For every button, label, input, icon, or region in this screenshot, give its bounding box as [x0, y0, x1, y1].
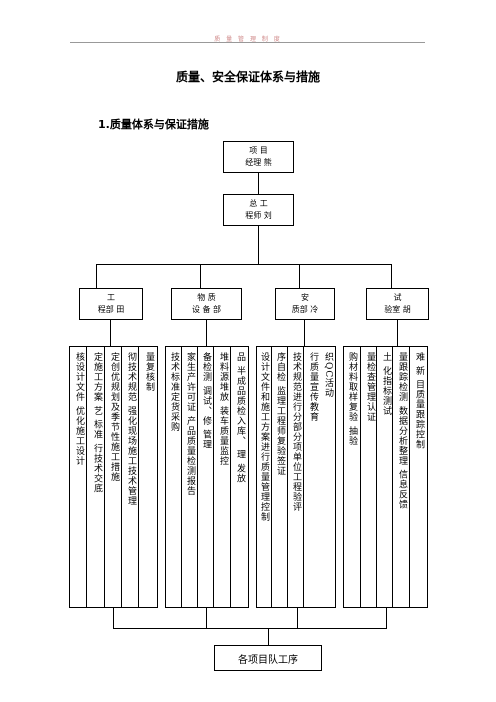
engineering-group [69, 346, 158, 608]
connector [206, 608, 207, 628]
connector [299, 264, 300, 288]
task-column: 家生产许可证 产品质量检测报告 [185, 352, 195, 496]
connector [297, 608, 298, 628]
safety-quality-dept-box: 安 质部 冷 [275, 288, 335, 320]
connector [304, 320, 305, 346]
column-divider [361, 346, 377, 608]
connector [258, 173, 259, 194]
connector [113, 608, 114, 628]
column-divider [377, 346, 393, 608]
task-column: 购材料取样复验 抽验 [347, 352, 357, 446]
dept-label-1: 物 质 [197, 293, 216, 302]
task-column: 序自检 监理工程师复验签证 [275, 352, 285, 476]
column-divider [198, 346, 214, 608]
column-divider [214, 346, 231, 608]
task-column: 技术规范进行分部分项单位工程验评 [291, 352, 301, 512]
column-divider [87, 346, 105, 608]
column-divider [343, 346, 361, 608]
connector [268, 628, 269, 645]
task-column: 备检测 调试、修 管理 [201, 352, 211, 450]
task-column: 织QC活动 [323, 352, 333, 399]
task-column: 量检查管理认证 [365, 352, 375, 422]
project-manager-line1: 项 目 [249, 146, 268, 155]
task-column: 定创优规划及季节性施工措施 [109, 352, 119, 482]
connector [113, 628, 387, 629]
header-rule [70, 42, 425, 43]
dept-label-2: 验室 胡 [384, 305, 411, 314]
materials-group [165, 346, 249, 608]
connector [200, 264, 201, 288]
task-column: 核设计文件 优化施工设计 [74, 352, 84, 466]
laboratory-box: 试 验室 胡 [366, 288, 429, 320]
project-manager-line2: 经理 熊 [245, 158, 272, 167]
running-header: 质 量 管 理 制 度 [214, 36, 282, 43]
column-divider [256, 346, 272, 608]
column-divider [272, 346, 288, 608]
laboratory-group [343, 346, 428, 608]
task-column: 土 化指标测试 [381, 352, 391, 416]
column-divider [393, 346, 410, 608]
task-column: 量跟踪检测 数据分析整理 信息反馈 [397, 352, 407, 510]
work-teams-box: 各项目队工序 [214, 645, 322, 671]
connector [391, 264, 392, 288]
column-divider [122, 346, 139, 608]
chief-engineer-box: 总 工 程师 刘 [223, 194, 294, 226]
task-column: 行质量宣传教育 [308, 352, 318, 422]
task-column: 定施工方案 艺 标准 行技术交底 [92, 352, 102, 494]
task-column: 彻技术规范 强化现场施工技术管理 [126, 352, 136, 506]
dept-label-1: 工 [107, 293, 115, 302]
task-column: 难 新 目质量跟踪控制 [414, 352, 424, 450]
chief-engineer-line1: 总 工 [249, 199, 268, 208]
connector [206, 320, 207, 346]
safety-quality-group [256, 346, 336, 608]
dept-label-2: 程部 田 [97, 305, 125, 314]
connector [386, 608, 387, 628]
task-column: 量复核制 [144, 352, 154, 392]
dept-label-2: 质部 冷 [291, 305, 319, 314]
connector [96, 264, 97, 288]
column-divider [69, 346, 87, 608]
task-column: 设计文件和施工方案进行质量管理控制 [259, 352, 269, 522]
connector [258, 226, 259, 264]
chief-engineer-line2: 程师 刘 [245, 211, 272, 220]
connector [110, 320, 111, 346]
section-title: 1.质量体系与保证措施 [98, 118, 209, 131]
connector [96, 264, 392, 265]
column-divider [182, 346, 198, 608]
dept-label-1: 安 [301, 293, 309, 302]
column-divider [165, 346, 182, 608]
page-title: 质量、安全保证体系与措施 [175, 70, 320, 84]
project-manager-box: 项 目 经理 熊 [223, 141, 294, 173]
column-divider [288, 346, 304, 608]
dept-label-2: 设 备 部 [191, 305, 222, 314]
column-divider [105, 346, 122, 608]
engineering-dept-box: 工 程部 田 [79, 288, 143, 320]
materials-dept-box: 物 质 设 备 部 [171, 288, 242, 320]
task-column: 堆料源堆放 装车质量监控 [218, 352, 228, 466]
dept-label-1: 试 [393, 293, 402, 302]
task-column: 技术标准定货采购 [169, 352, 179, 432]
connector [397, 320, 398, 346]
task-column: 品 半成品质检入库、 理 发放 [235, 352, 245, 484]
